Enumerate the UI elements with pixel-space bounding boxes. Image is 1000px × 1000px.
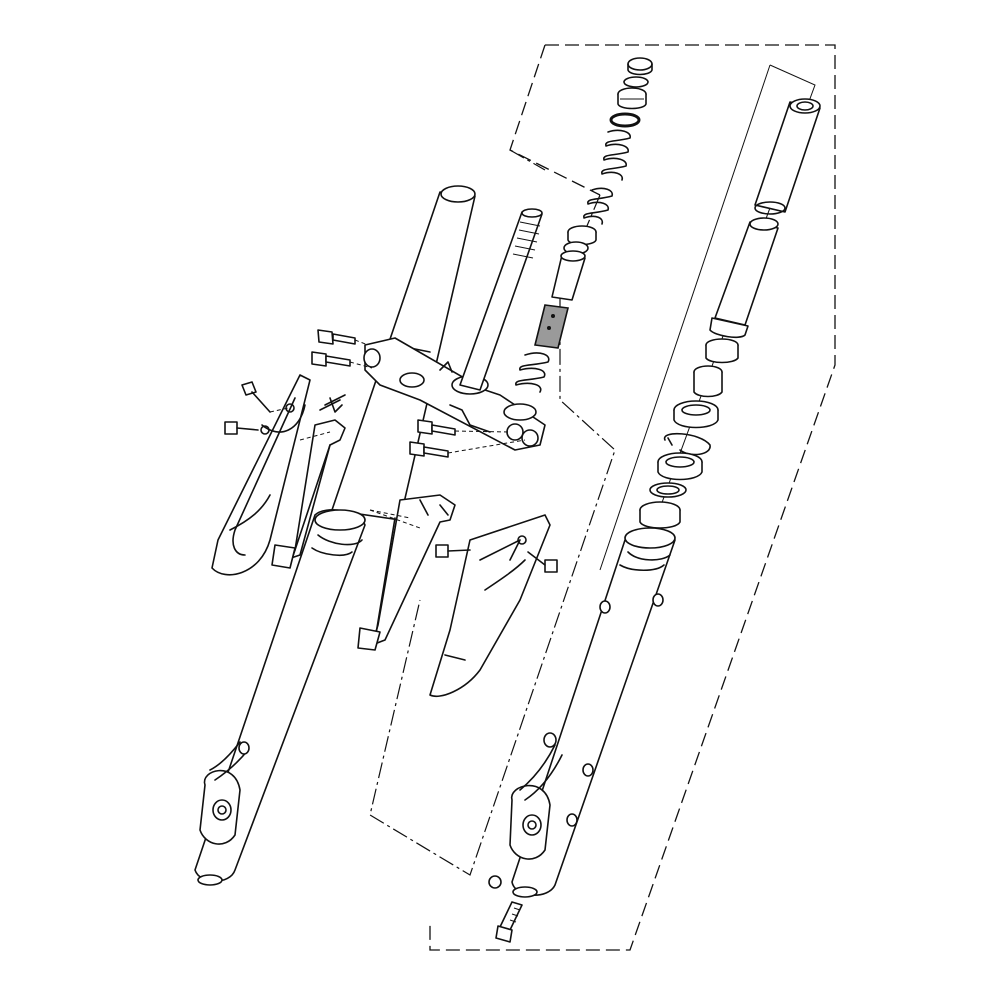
right-guard-bolt-lower: [527, 551, 558, 573]
fork-spring-upper: [601, 129, 631, 181]
o-ring-upper: [623, 76, 649, 88]
left-guard-bolt-top: [241, 381, 289, 413]
oil-seal: [657, 452, 703, 481]
spring-seat-upper: [617, 87, 647, 110]
washer: [649, 482, 687, 498]
right-inner-tube-lower: [709, 217, 779, 338]
damper-bolt: [495, 901, 523, 943]
clamp-bolt-upper-left: [317, 329, 369, 346]
left-brake-hose-bracket: [271, 394, 346, 569]
right-inner-tube-upper: [754, 98, 821, 215]
guide-bushing: [673, 400, 719, 429]
right-fork-guard: [429, 514, 551, 697]
right-fork-outer-tube: [488, 527, 676, 898]
right-guard-bolt: [435, 544, 471, 558]
clamp-bolt-lower-left: [311, 351, 373, 369]
steering-stem: [459, 208, 543, 391]
right-brake-hose-bracket: [357, 494, 456, 651]
left-fork-outer-tube: [194, 509, 366, 886]
fork-cap: [627, 57, 653, 76]
oil-lock-piece: [705, 338, 739, 364]
dust-seal: [639, 501, 681, 529]
clamp-bolt-lower-right: [409, 439, 526, 458]
o-ring-black: [609, 112, 641, 128]
spacer-tube: [551, 250, 586, 301]
slide-metal-bushing: [693, 365, 723, 398]
rebound-spring: [515, 352, 550, 393]
fork-spring-lower: [583, 187, 614, 225]
left-guard-bolt-side: [224, 421, 259, 435]
circlip: [664, 432, 711, 456]
highlighted-damper-rod: [534, 304, 569, 349]
clamp-bolt-upper-right: [417, 419, 511, 436]
